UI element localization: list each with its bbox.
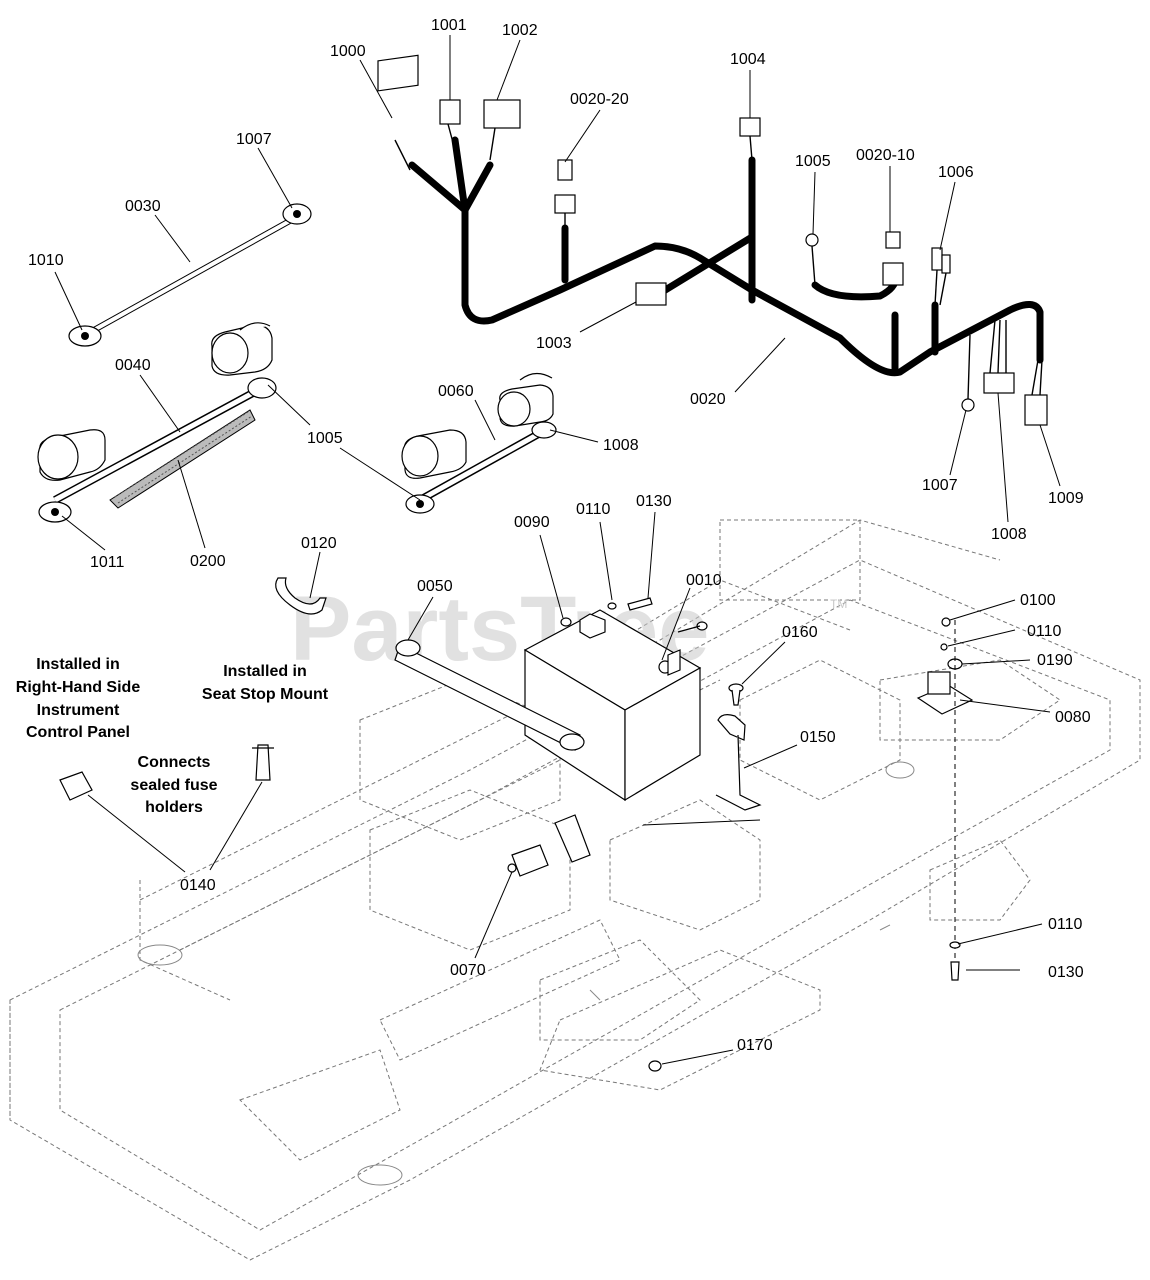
connector-1006 xyxy=(931,247,951,306)
hold-down-strap-0050 xyxy=(394,639,585,751)
note-rh-line-1: Installed in xyxy=(36,656,120,673)
callout-0150: 0150 xyxy=(800,729,836,746)
callout-0020-10: 0020-10 xyxy=(856,147,915,164)
wiring-harness-0020 xyxy=(408,136,1044,377)
callout-1006: 1006 xyxy=(938,164,974,181)
callout-0090: 0090 xyxy=(514,514,550,531)
callout-0110-top: 0110 xyxy=(576,501,611,518)
callout-1010: 1010 xyxy=(28,252,64,269)
callout-0120: 0120 xyxy=(301,535,337,552)
callout-0020-20: 0020-20 xyxy=(570,91,629,108)
leader-lines xyxy=(54,35,1061,1065)
cable-0040 xyxy=(37,322,277,523)
callout-1007-right: 1007 xyxy=(922,477,958,494)
callout-0070: 0070 xyxy=(450,962,486,979)
connector-1008-harness xyxy=(983,319,1015,394)
bolt-0160 xyxy=(728,683,744,706)
note-seat-stop-mount: Installed in Seat Stop Mount xyxy=(202,663,329,703)
note-fuse-line-3: holders xyxy=(145,799,203,816)
callout-0060: 0060 xyxy=(438,383,474,400)
callout-1009: 1009 xyxy=(1048,490,1084,507)
callout-1003: 1003 xyxy=(536,335,572,352)
callout-0130-top: 0130 xyxy=(636,493,672,510)
watermark-trademark: TM xyxy=(830,597,847,611)
note-rh-line-3: Instrument xyxy=(37,702,120,719)
cable-0060 xyxy=(401,372,557,514)
callout-1004: 1004 xyxy=(730,51,766,68)
note-seat-line-2: Seat Stop Mount xyxy=(202,686,329,703)
connector-0020-20 xyxy=(554,159,576,230)
callout-1011: 1011 xyxy=(90,554,125,571)
callout-labels: 1000 1001 1002 0020-20 1004 1005 0020-10… xyxy=(28,17,1091,1054)
callout-1000: 1000 xyxy=(330,43,366,60)
note-right-hand-panel: Installed in Right-Hand Side Instrument … xyxy=(16,656,141,741)
callout-0190: 0190 xyxy=(1037,652,1073,669)
callout-0130-bottom: 0130 xyxy=(1048,964,1084,981)
callout-0110-bottom: 0110 xyxy=(1048,916,1083,933)
callout-1001: 1001 xyxy=(431,17,467,34)
note-rh-line-4: Control Panel xyxy=(26,724,130,741)
connector-1000 xyxy=(377,54,419,171)
callout-0110-right: 0110 xyxy=(1027,623,1062,640)
bracket-0120 xyxy=(275,577,327,615)
connector-1009 xyxy=(1024,359,1048,426)
sleeve-0200 xyxy=(109,409,256,509)
callout-0080: 0080 xyxy=(1055,709,1091,726)
cable-0030 xyxy=(68,203,312,347)
callout-0010: 0010 xyxy=(686,572,722,589)
callout-1002: 1002 xyxy=(502,22,538,39)
callout-0050: 0050 xyxy=(417,578,453,595)
note-rh-line-2: Right-Hand Side xyxy=(16,679,141,696)
callout-0040: 0040 xyxy=(115,357,151,374)
connector-1002 xyxy=(483,99,521,161)
connector-1007-ring xyxy=(961,334,975,412)
callout-0020: 0020 xyxy=(690,391,726,408)
note-seat-line-1: Installed in xyxy=(223,663,307,680)
callout-1005-mid: 1005 xyxy=(307,430,343,447)
note-fuse-line-2: sealed fuse xyxy=(130,777,217,794)
hardware-lower-0110-0130 xyxy=(648,941,961,1072)
note-sealed-fuse-holders: Connects sealed fuse holders xyxy=(130,754,217,816)
callout-1005-top: 1005 xyxy=(795,153,831,170)
note-fuse-line-1: Connects xyxy=(138,754,211,771)
callout-1008-right: 1008 xyxy=(991,526,1027,543)
fuse-holder-connectors-0140 xyxy=(59,744,274,801)
battery-0010 xyxy=(523,609,702,802)
callout-1008-mid: 1008 xyxy=(603,437,639,454)
callout-0160: 0160 xyxy=(782,624,818,641)
callout-0200: 0200 xyxy=(190,553,226,570)
solenoid-0080 xyxy=(916,617,974,960)
connector-1004 xyxy=(739,117,761,161)
connector-0020-10 xyxy=(882,231,904,286)
connector-1003 xyxy=(635,282,667,306)
hardware-0090-0110-0130 xyxy=(560,597,708,633)
callout-0170: 0170 xyxy=(737,1037,773,1054)
bracket-0150 xyxy=(715,714,762,811)
callout-1007-top: 1007 xyxy=(236,131,272,148)
connector-1005-ring xyxy=(805,233,819,286)
switch-0070 xyxy=(507,814,591,877)
callout-0140: 0140 xyxy=(180,877,216,894)
callout-0100: 0100 xyxy=(1020,592,1056,609)
callout-0030: 0030 xyxy=(125,198,161,215)
